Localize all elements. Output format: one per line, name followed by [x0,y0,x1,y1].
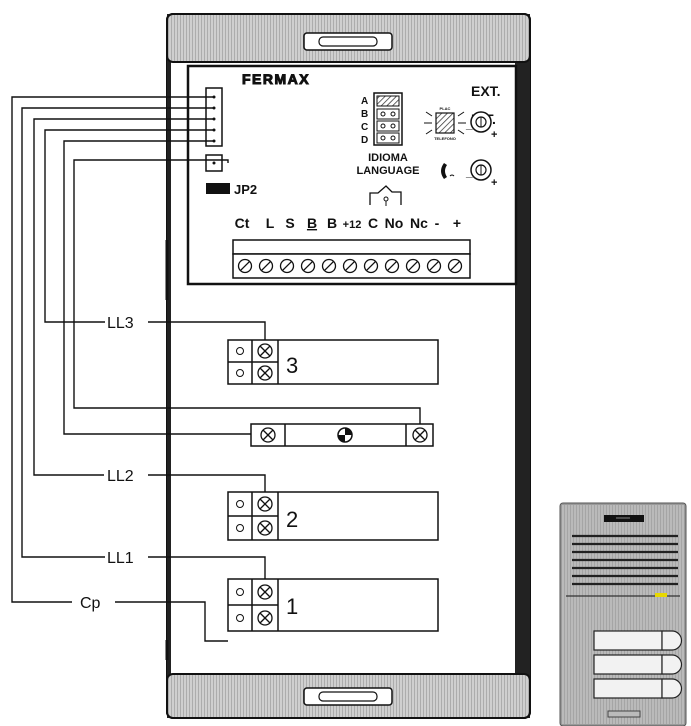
wire-label-ll1: LL1 [107,550,134,567]
terminal-b-bar: B [307,215,317,231]
terminal-s: S [285,215,294,231]
wire-label-ll2: LL2 [107,468,134,485]
button-number-2: 2 [286,507,298,532]
lang-opt-d: D [361,135,368,146]
terminal-plus: + [453,215,461,231]
wire-label-ll3: LL3 [107,315,134,332]
wiring [11,96,421,642]
svg-text:TELEFONO: TELEFONO [434,136,456,141]
panel-button-1 [593,630,663,651]
lang-opt-c: C [361,122,368,133]
brand-logo: FERMAX [242,71,310,87]
idioma-label: IDIOMA [368,152,408,164]
connector-main [205,87,223,147]
button-number-1: 1 [286,594,298,619]
jp2-jumper [206,183,230,194]
wire-label-cp: Cp [80,595,101,612]
terminal-nc: Nc [410,215,428,231]
panel-button-3 [593,678,663,699]
svg-text:PLAC: PLAC [440,106,451,111]
button-number-3: 3 [286,353,298,378]
button-module-2: 2 [227,491,439,541]
terminal-minus: - [435,215,440,231]
terminal-ct: Ct [235,215,250,231]
amplifier-board: FERMAX JP2 A B C D IDIOMA LANGUAGE PLAC … [186,64,518,286]
lang-opt-b: B [361,109,368,120]
jp2-label: JP2 [234,182,257,197]
panel-button-2 [593,654,663,675]
panel-indicator [655,593,667,597]
terminal-l: L [266,215,275,231]
button-module-3: 3 [227,339,439,385]
svg-text:_: _ [465,117,473,131]
terminal-no: No [385,215,404,231]
svg-text:+: + [491,177,497,189]
terminal-plus12: +12 [343,219,362,231]
lamp-module [250,423,434,447]
speaker-icon [435,112,455,134]
language-label: LANGUAGE [357,165,420,177]
ext-label: EXT. [471,83,501,99]
relay-symbol [369,185,402,205]
handset-icon [441,163,447,179]
svg-text:+: + [491,129,497,141]
terminal-labels: Ct L S B B +12 C No Nc - + [235,215,461,231]
svg-text:_: _ [465,165,473,179]
lang-opt-a: A [361,96,368,107]
terminal-c: C [368,215,378,231]
terminal-b: B [327,215,337,231]
entrance-panel-illustration [559,502,687,726]
button-module-1: 1 [227,578,439,632]
